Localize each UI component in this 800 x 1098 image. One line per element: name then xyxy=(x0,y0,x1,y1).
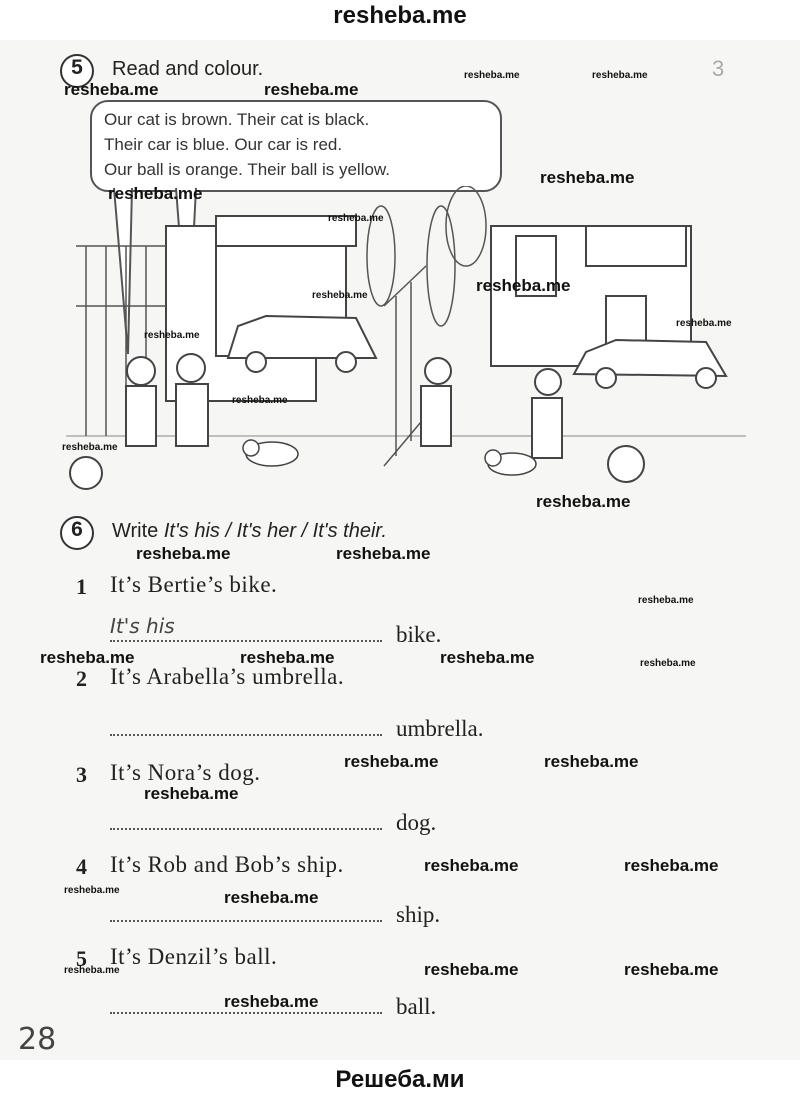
left-car xyxy=(226,314,378,373)
exercise-6-title: Write It's his / It's her / It's their. xyxy=(112,520,387,543)
watermark: resheba.me xyxy=(144,330,200,341)
item-2-word: umbrella. xyxy=(396,716,484,741)
watermark: resheba.me xyxy=(544,752,639,771)
item-2-number: 2 xyxy=(76,666,87,691)
watermark: resheba.me xyxy=(624,856,719,875)
item-1-sentence: It’s Bertie’s bike. xyxy=(110,572,278,597)
watermark: resheba.me xyxy=(144,784,239,803)
watermark: resheba.me xyxy=(40,648,135,667)
watermark: resheba.me xyxy=(108,184,203,203)
item-5-answer-line[interactable] xyxy=(110,1012,382,1014)
page-number: 28 xyxy=(18,1022,57,1057)
watermark: resheba.me xyxy=(464,70,520,81)
bubble-line-1: Our cat is brown. Their cat is black. xyxy=(104,110,370,129)
watermark: resheba.me xyxy=(638,595,694,606)
item-1-answer: It's his xyxy=(110,614,175,638)
watermark: resheba.me xyxy=(64,885,120,896)
item-5-number: 5 xyxy=(76,946,87,971)
watermark: resheba.me xyxy=(62,442,118,453)
trees xyxy=(366,186,487,327)
right-column-number: 3 xyxy=(712,56,725,81)
item-2-sentence: It’s Arabella’s umbrella. xyxy=(110,664,345,689)
item-1-number: 1 xyxy=(76,574,87,599)
item-1-word: bike. xyxy=(396,622,442,647)
right-car xyxy=(572,338,728,389)
watermark: resheba.me xyxy=(344,752,439,771)
watermark: resheba.me xyxy=(224,888,319,907)
exercise-6-number: 6 xyxy=(60,516,94,550)
watermark: resheba.me xyxy=(640,658,696,669)
bubble-line-3: Our ball is orange. Their ball is yellow… xyxy=(104,160,390,179)
bubble-tail-left xyxy=(113,187,133,355)
item-5-sentence: It’s Denzil’s ball. xyxy=(110,944,278,969)
item-5-word: ball. xyxy=(396,994,437,1019)
watermark: resheba.me xyxy=(312,290,368,301)
watermark: resheba.me xyxy=(424,960,519,979)
children xyxy=(125,353,563,459)
site-header: resheba.me xyxy=(333,2,467,29)
watermark: resheba.me xyxy=(476,276,571,295)
ball-right xyxy=(607,445,645,483)
item-4-sentence: It’s Rob and Bob’s ship. xyxy=(110,852,344,877)
item-1-answer-line[interactable] xyxy=(110,640,382,642)
watermark: resheba.me xyxy=(328,213,384,224)
exercise-5-number: 5 xyxy=(60,54,94,88)
item-3-number: 3 xyxy=(76,762,87,787)
item-2-answer-line[interactable] xyxy=(110,734,382,736)
street-illustration xyxy=(66,186,746,490)
workbook-page xyxy=(0,40,800,1060)
watermark: resheba.me xyxy=(136,544,231,563)
watermark: resheba.me xyxy=(264,80,359,99)
item-3-word: dog. xyxy=(396,810,437,835)
speech-bubble: Our cat is brown. Their cat is black. Th… xyxy=(90,100,502,192)
watermark: resheba.me xyxy=(540,168,635,187)
site-footer: Решеба.ми xyxy=(335,1066,465,1093)
watermark: resheba.me xyxy=(440,648,535,667)
watermark: resheba.me xyxy=(676,318,732,329)
item-4-word: ship. xyxy=(396,902,441,927)
item-3-sentence: It’s Nora’s dog. xyxy=(110,760,261,785)
watermark: resheba.me xyxy=(624,960,719,979)
item-4-number: 4 xyxy=(76,854,87,879)
item-3-answer-line[interactable] xyxy=(110,828,382,830)
item-4-answer-line[interactable] xyxy=(110,920,382,922)
bubble-line-2: Their car is blue. Our car is red. xyxy=(104,135,343,154)
watermark: resheba.me xyxy=(424,856,519,875)
watermark: resheba.me xyxy=(536,492,631,511)
watermark: resheba.me xyxy=(64,80,159,99)
exercise-6-title-prefix: Write xyxy=(112,520,159,542)
watermark: resheba.me xyxy=(336,544,431,563)
watermark: resheba.me xyxy=(224,992,319,1011)
watermark: resheba.me xyxy=(592,70,648,81)
exercise-6-title-phrases: It's his / It's her / It's their. xyxy=(163,520,387,542)
exercise-5-title: Read and colour. xyxy=(112,58,264,80)
watermark: resheba.me xyxy=(232,395,288,406)
watermark: resheba.me xyxy=(64,965,120,976)
watermark: resheba.me xyxy=(240,648,335,667)
ball-left xyxy=(69,456,103,490)
cats xyxy=(242,439,537,476)
